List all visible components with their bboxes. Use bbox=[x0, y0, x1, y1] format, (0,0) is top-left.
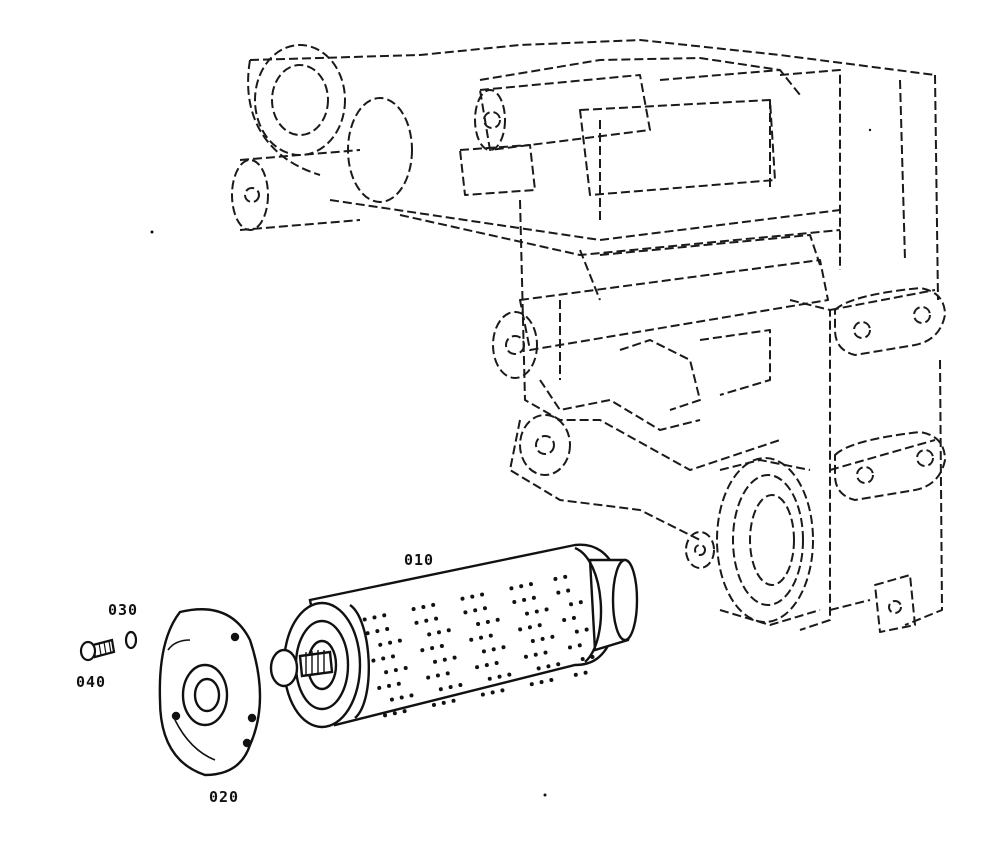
callout-030: 030 bbox=[108, 601, 139, 619]
cover-plate-020 bbox=[158, 608, 262, 777]
callout-040: 040 bbox=[76, 673, 107, 691]
filter-perforations bbox=[362, 574, 595, 718]
filter-element-010 bbox=[269, 543, 639, 729]
scan-specks bbox=[150, 128, 872, 797]
callout-010: 010 bbox=[404, 551, 435, 569]
callout-020: 020 bbox=[209, 788, 240, 806]
housing-assembly bbox=[231, 39, 946, 633]
o-ring-030 bbox=[124, 630, 138, 650]
bolt-040 bbox=[79, 638, 116, 662]
